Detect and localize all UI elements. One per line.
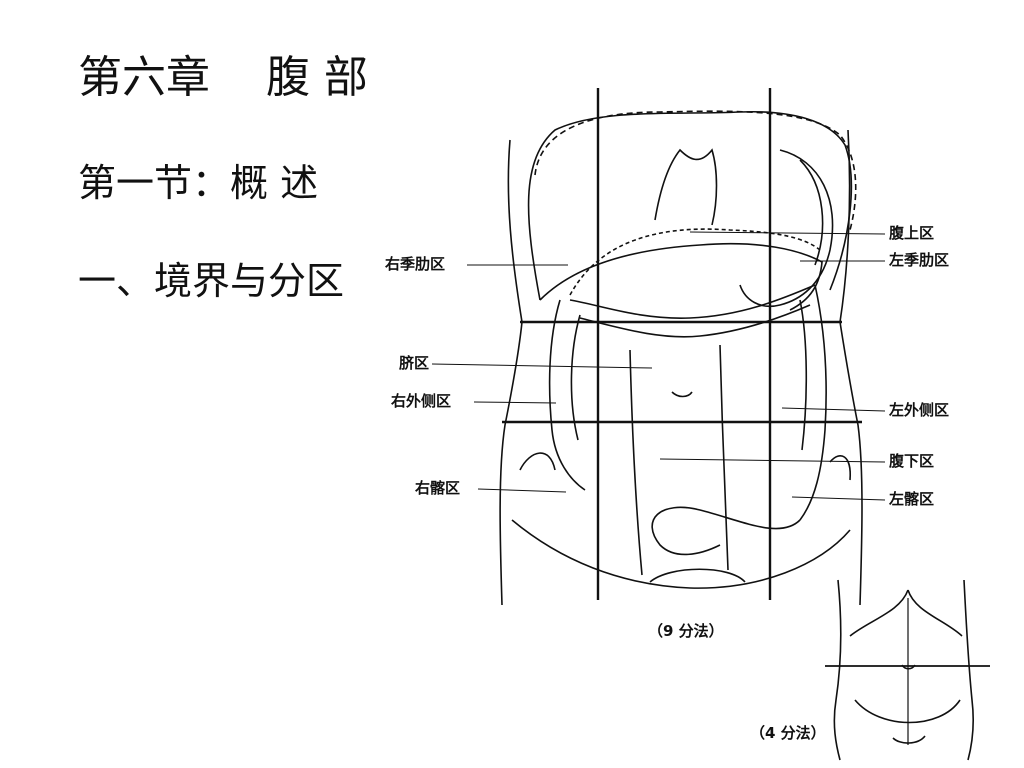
- torso-outline-left: [499, 139, 523, 606]
- leader-left-iliac: [791, 496, 886, 501]
- sternum: [654, 148, 718, 226]
- four-torso-left: [833, 579, 842, 761]
- four-costal-right: [907, 589, 963, 637]
- leader-umbilical: [431, 363, 653, 369]
- leader-epigastric: [689, 231, 886, 235]
- label-umbilical: 脐区: [397, 354, 432, 372]
- nine-region-diagram: [431, 88, 886, 606]
- right-ilium: [519, 452, 556, 471]
- liver: [539, 242, 823, 311]
- section-title: 第一节：概 述: [78, 161, 319, 205]
- leader-hypogastric: [659, 458, 886, 463]
- label-epigastric: 腹上区: [887, 224, 937, 242]
- caption-nine-region: （9 分法）: [646, 622, 726, 640]
- inguinal-outline: [511, 519, 851, 589]
- transverse-colon: [569, 284, 816, 319]
- liver-lobe-dashed: [569, 228, 821, 296]
- label-right-lateral: 右外侧区: [389, 392, 454, 410]
- stomach: [739, 149, 834, 307]
- leader-right-iliac: [477, 488, 567, 493]
- caption-four-region: （4 分法）: [748, 724, 828, 742]
- four-region-diagram: [825, 579, 990, 761]
- transverse-colon-lower: [579, 304, 811, 338]
- label-left-iliac: 左髂区: [887, 490, 937, 508]
- descending-colon-inner: [799, 299, 808, 451]
- leader-left-lateral: [781, 407, 886, 412]
- label-left-hypochondriac: 左季肋区: [887, 251, 952, 269]
- diaphragm-dashed: [534, 110, 857, 231]
- costal-margin: [527, 110, 853, 301]
- four-symphysis: [892, 735, 926, 744]
- stomach-inner: [799, 159, 824, 266]
- label-hypogastric: 腹下区: [887, 452, 937, 470]
- four-costal-left: [849, 589, 909, 637]
- label-left-lateral: 左外侧区: [887, 401, 952, 419]
- ascending-colon-inner: [570, 314, 581, 441]
- ivc-line: [629, 349, 643, 576]
- ascending-colon: [548, 299, 586, 491]
- umbilicus: [671, 391, 693, 398]
- aorta-line: [719, 344, 729, 571]
- four-torso-right: [963, 579, 975, 761]
- label-right-iliac: 右髂区: [413, 479, 463, 497]
- leader-right-lateral: [473, 401, 557, 404]
- sigmoid-colon: [651, 506, 801, 556]
- chapter-title: 第六章 腹 部: [78, 52, 368, 103]
- subsection-title: 一、境界与分区: [78, 259, 345, 303]
- four-pelvic: [854, 699, 961, 724]
- label-right-hypochondriac: 右季肋区: [383, 255, 448, 273]
- left-ilium: [829, 455, 851, 481]
- four-umbilicus: [901, 664, 916, 670]
- bladder: [649, 568, 746, 583]
